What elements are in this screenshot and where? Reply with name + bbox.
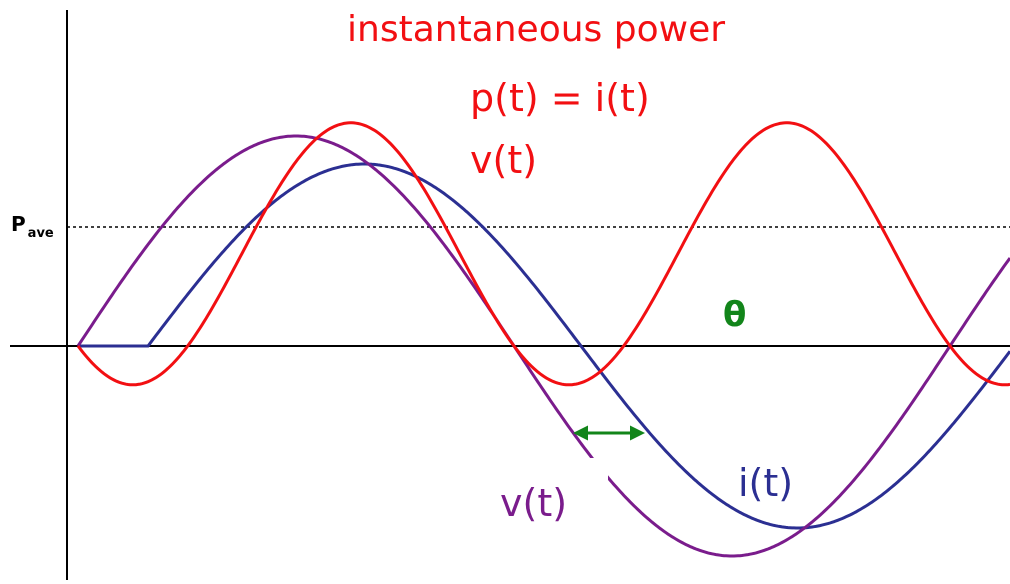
voltage-curve-label: v(t) [500,481,568,525]
power-formula-line2: v(t) [470,138,538,182]
power-formula-line1: p(t) = i(t) [470,76,650,120]
average-power-symbol: P [11,212,26,236]
power-waveform [76,121,1010,387]
phase-angle-label: θ [723,295,747,335]
diagram-title: instantaneous power [347,9,726,50]
average-power-subscript: ave [27,226,54,241]
label-gap-mask [578,458,608,496]
voltage-waveform [76,134,1010,558]
current-waveform [78,162,1010,530]
current-curve-label: i(t) [738,461,794,505]
